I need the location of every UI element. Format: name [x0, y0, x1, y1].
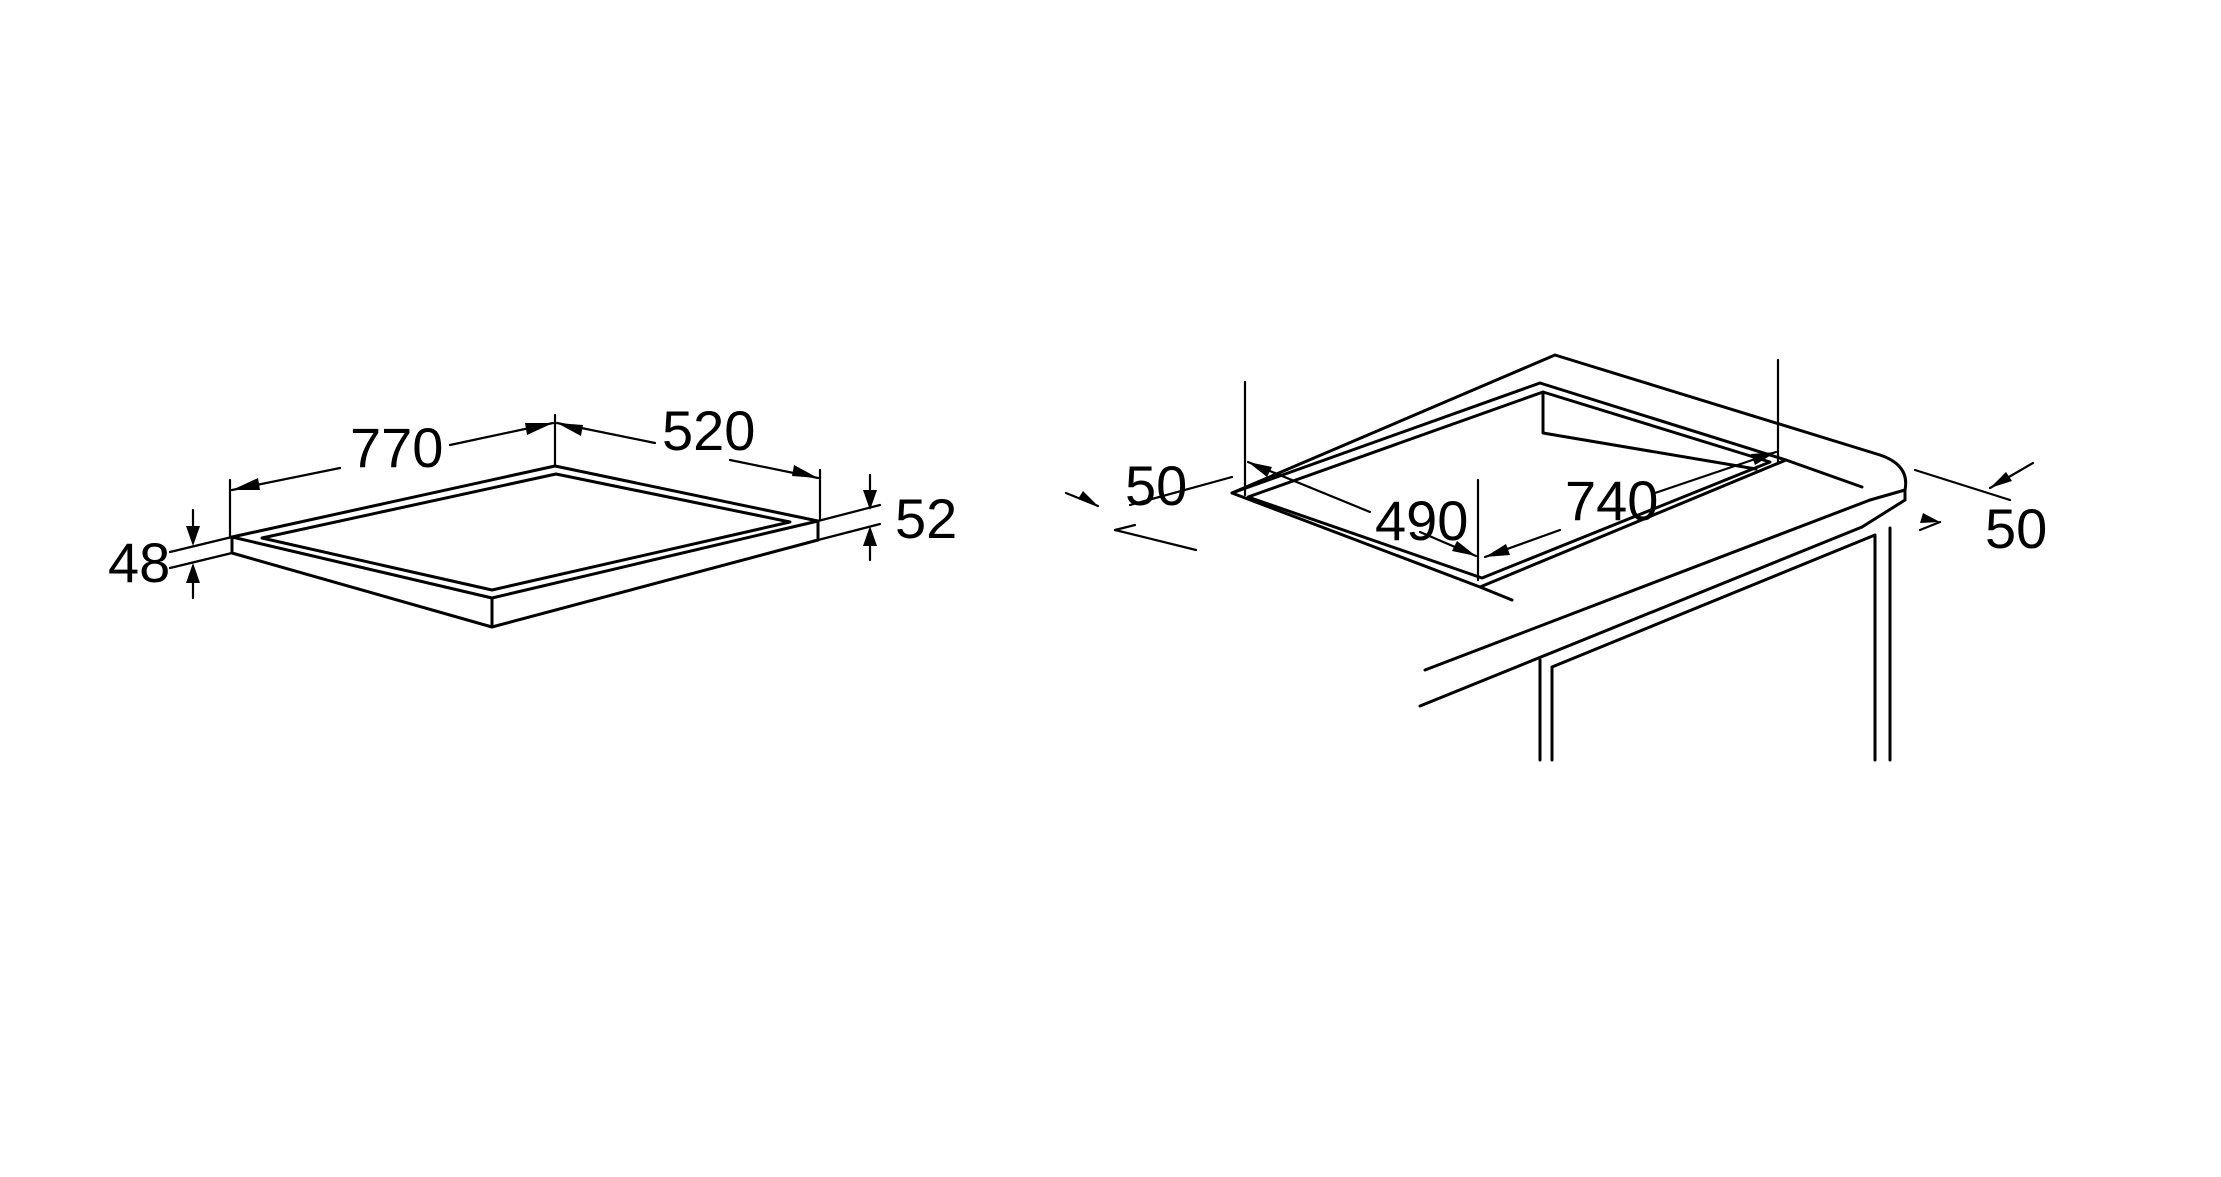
worktop-front-edge-lower — [1418, 525, 1864, 708]
dimension-hob-width: 770 — [228, 413, 557, 538]
dimension-cutout-depth: 490 — [1243, 380, 1480, 582]
hob-edge-right — [490, 519, 820, 629]
dimension-hob-height-right: 52 — [816, 473, 957, 562]
label-770: 770 — [350, 416, 443, 479]
cabinet-left-inner — [1550, 533, 1877, 762]
dimension-hob-depth: 520 — [555, 399, 822, 522]
cutout-outer — [1230, 381, 1788, 589]
worktop-drawing — [1230, 353, 1908, 762]
cutout-front-lip — [1478, 585, 1514, 602]
dimension-cutout-width: 740 — [1483, 358, 1780, 559]
dimension-rear-margin: 50 — [1913, 461, 2047, 560]
dimension-hob-height-left: 48 — [108, 508, 234, 600]
cutout-right-lip — [1784, 458, 1864, 489]
label-48: 48 — [108, 531, 170, 594]
worktop-right-lower — [1860, 498, 1907, 529]
label-50-rear: 50 — [1985, 497, 2047, 560]
label-740: 740 — [1565, 469, 1658, 532]
label-50-front: 50 — [1125, 454, 1187, 517]
label-520: 520 — [662, 399, 755, 462]
hob-drawing — [230, 464, 820, 629]
cutout-inner — [1246, 390, 1772, 580]
worktop-front-edge — [1423, 498, 1872, 672]
cutout-depth-edge — [1541, 390, 1758, 471]
label-490: 490 — [1375, 489, 1468, 552]
label-52: 52 — [895, 487, 957, 550]
dimension-front-margin: 50 — [1064, 454, 1234, 552]
hob-inner-frame — [260, 472, 792, 592]
hob-edge-left — [230, 535, 494, 629]
